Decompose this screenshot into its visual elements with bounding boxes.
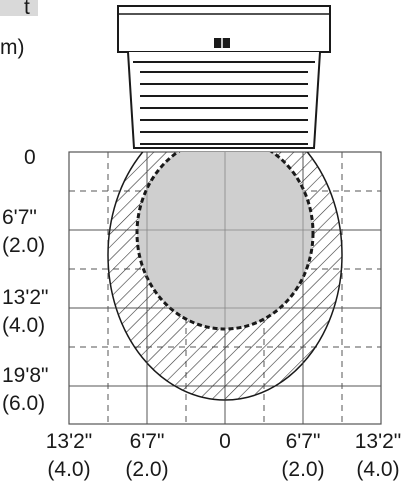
sensor-slats — [140, 71, 308, 145]
x-label-ft: 6'7" — [285, 430, 321, 453]
x-label-ft: 13'2" — [354, 430, 402, 453]
x-label-m: (2.0) — [281, 458, 325, 481]
y-label-ft: 6'7" — [2, 206, 37, 229]
x-label-m: (4.0) — [47, 458, 91, 481]
x-label-ft: 13'2" — [45, 430, 93, 453]
y-label-m: (6.0) — [2, 392, 46, 415]
y-label-ft: 0 — [24, 146, 36, 169]
sensor-unit — [117, 5, 331, 149]
header-tab — [0, 0, 38, 16]
sensor-lens-body — [127, 51, 321, 149]
x-label-ft: 0 — [219, 430, 231, 453]
y-label-m: (4.0) — [2, 314, 46, 337]
y-label-ft: 19'8" — [2, 364, 49, 387]
y-label-ft: 13'2" — [2, 286, 49, 309]
x-label-m: (2.0) — [125, 458, 169, 481]
x-label-ft: 6'7" — [129, 430, 165, 453]
x-label-m: (4.0) — [356, 458, 400, 481]
header-fragment: t — [24, 0, 30, 19]
grid-overlay — [69, 152, 381, 424]
y-label-m: (2.0) — [2, 234, 46, 257]
unit-label: m) — [0, 36, 25, 59]
